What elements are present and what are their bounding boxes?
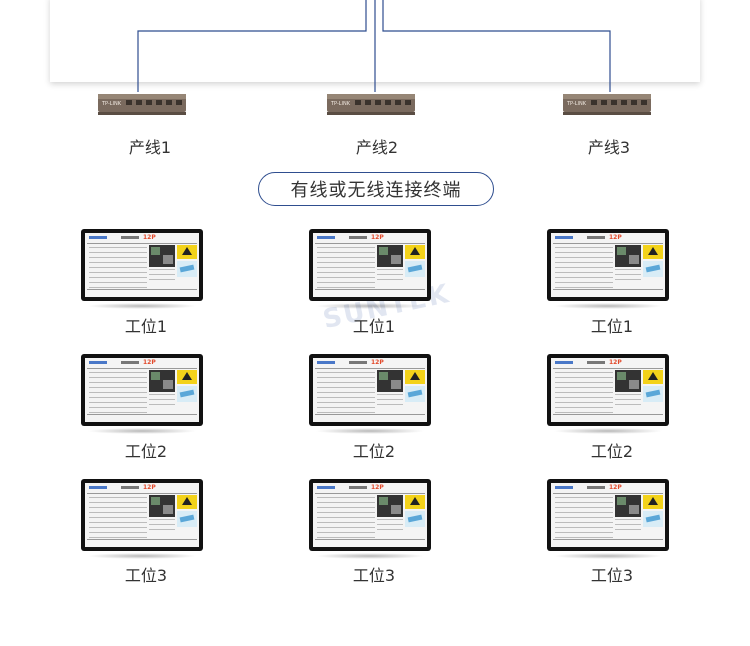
station-label: 工位1 (124, 317, 168, 336)
screen-badge: 12P (371, 234, 384, 241)
terminal-monitor: 12P (309, 354, 431, 426)
monitor-shadow (553, 303, 663, 309)
terminal-monitor: 12P (309, 229, 431, 301)
screen-badge: 12P (609, 359, 622, 366)
router-brand: TP-LINK (101, 101, 122, 107)
station-label: 工位2 (352, 442, 396, 461)
terminal-monitor: 12P (547, 354, 669, 426)
terminal-monitor: 12P (81, 229, 203, 301)
monitor-shadow (553, 428, 663, 434)
screen-badge: 12P (371, 359, 384, 366)
monitor-screen: 12P (85, 483, 199, 547)
station-label: 工位2 (124, 442, 168, 461)
monitor-shadow (87, 428, 197, 434)
connection-lines (137, 0, 611, 92)
monitor-screen: 12P (313, 358, 427, 422)
station-label: 工位1 (352, 317, 396, 336)
station-label: 工位1 (590, 317, 634, 336)
router-brand: TP-LINK (566, 101, 587, 107)
screen-badge: 12P (143, 484, 156, 491)
router-label-2: 产线2 (355, 138, 399, 157)
router-label-1: 产线1 (128, 138, 172, 157)
screen-badge: 12P (143, 359, 156, 366)
terminal-monitor: 12P (309, 479, 431, 551)
monitor-screen: 12P (85, 358, 199, 422)
monitor-shadow (553, 553, 663, 559)
line-to-router-1 (137, 0, 367, 92)
router-2: TP-LINK (325, 90, 417, 118)
monitor-screen: 12P (313, 233, 427, 297)
monitor-shadow (315, 428, 425, 434)
monitor-shadow (315, 303, 425, 309)
router-brand: TP-LINK (330, 101, 351, 107)
connection-caption: 有线或无线连接终端 (258, 172, 494, 206)
terminal-monitor: 12P (547, 479, 669, 551)
router-label-3: 产线3 (587, 138, 631, 157)
monitor-screen: 12P (313, 483, 427, 547)
monitor-screen: 12P (551, 233, 665, 297)
screen-badge: 12P (609, 234, 622, 241)
monitor-shadow (315, 553, 425, 559)
router-3: TP-LINK (561, 90, 653, 118)
screen-badge: 12P (371, 484, 384, 491)
station-label: 工位2 (590, 442, 634, 461)
terminal-monitor: 12P (81, 479, 203, 551)
line-to-router-3 (382, 0, 611, 92)
terminal-monitor: 12P (81, 354, 203, 426)
monitor-screen: 12P (551, 358, 665, 422)
monitor-screen: 12P (551, 483, 665, 547)
station-label: 工位3 (124, 566, 168, 585)
monitor-shadow (87, 303, 197, 309)
monitor-shadow (87, 553, 197, 559)
terminal-monitor: 12P (547, 229, 669, 301)
screen-badge: 12P (609, 484, 622, 491)
monitor-screen: 12P (85, 233, 199, 297)
station-label: 工位3 (590, 566, 634, 585)
station-label: 工位3 (352, 566, 396, 585)
screen-badge: 12P (143, 234, 156, 241)
router-1: TP-LINK (96, 90, 188, 118)
